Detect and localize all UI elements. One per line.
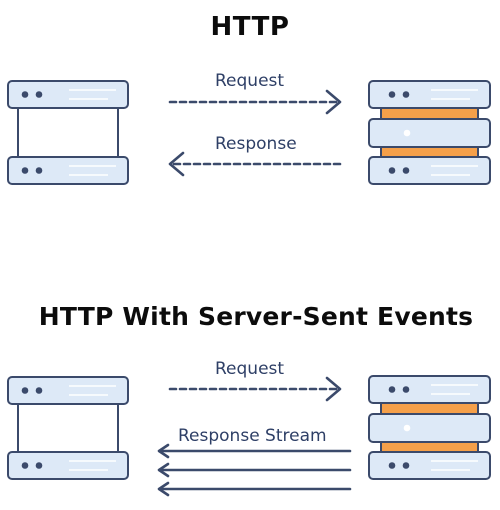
dashed-arrow-right-icon (168, 89, 342, 115)
solid-arrow-left-icon (157, 462, 352, 478)
response-label-http: Response (215, 134, 297, 154)
client-server-icon (7, 376, 129, 480)
section-title-sse: HTTP With Server-Sent Events (38, 302, 474, 331)
solid-arrow-left-icon (157, 443, 352, 459)
server-stack-icon (368, 80, 491, 185)
request-label-sse: Request (215, 359, 285, 379)
response-stream-label-sse: Response Stream (178, 426, 327, 446)
solid-arrow-left-icon (157, 481, 352, 497)
dashed-arrow-right-icon (168, 376, 342, 402)
client-server-icon (7, 80, 129, 185)
dashed-arrow-left-icon (168, 151, 343, 177)
server-stack-icon (368, 375, 491, 480)
section-title-http: HTTP (210, 12, 290, 42)
request-label-http: Request (215, 71, 285, 91)
